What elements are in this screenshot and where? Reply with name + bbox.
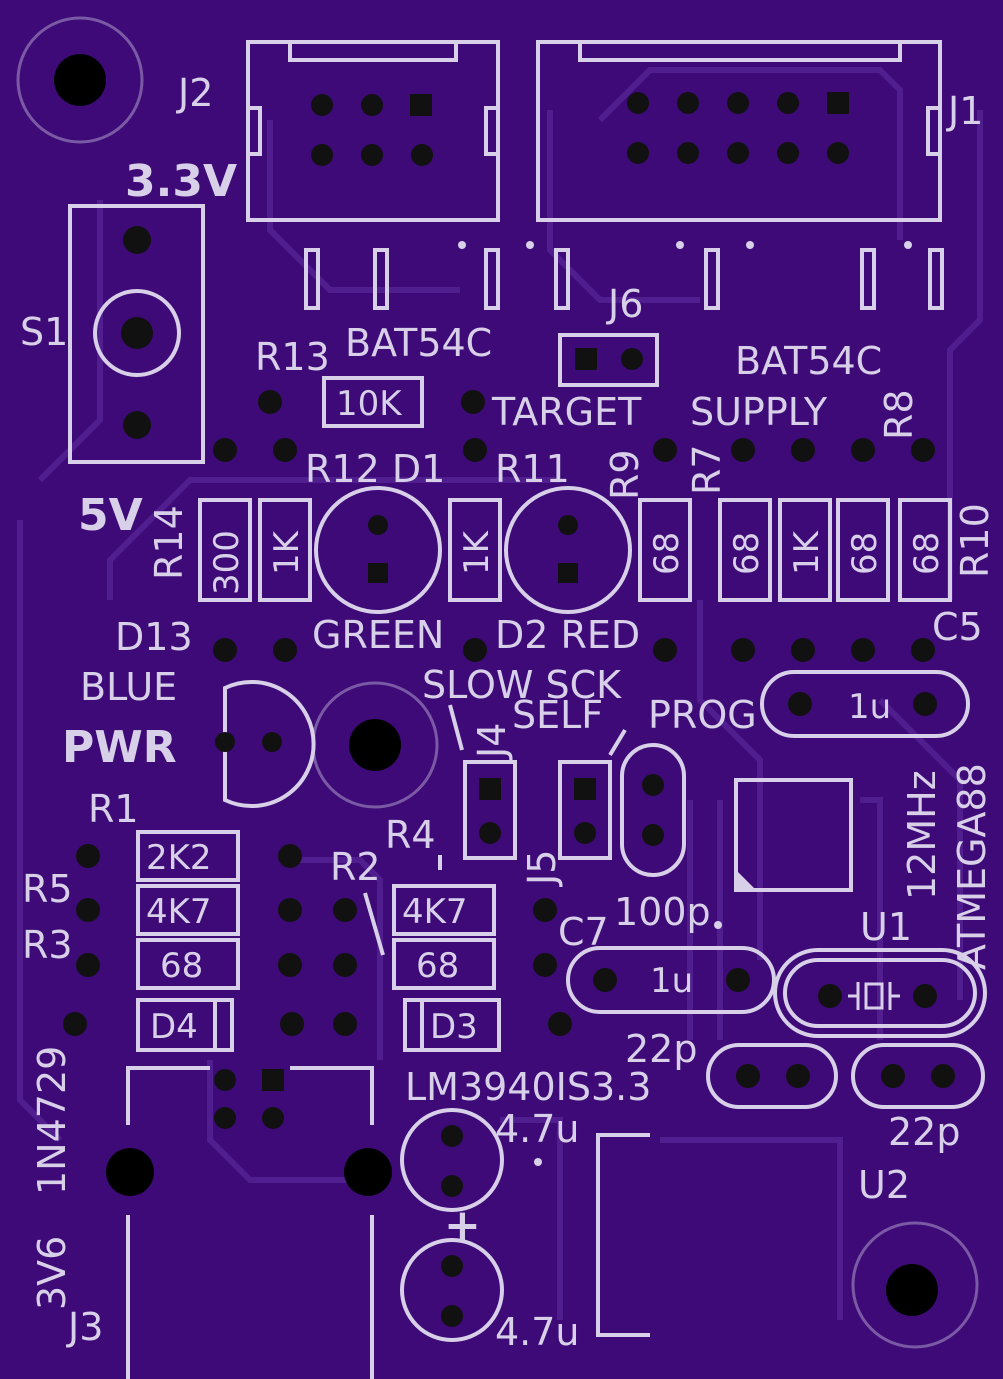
label-22p-left: 22p <box>625 1027 697 1071</box>
value-c7-1u: 1u <box>650 961 693 1001</box>
through-hole-pads <box>63 390 935 1036</box>
value-4k7-r5: 4K7 <box>146 892 212 932</box>
label-r7: R7 <box>685 444 729 495</box>
label-j1: J1 <box>946 89 983 133</box>
value-68-r9: 68 <box>647 532 687 575</box>
vias <box>458 241 912 1166</box>
value-2k2: 2K2 <box>146 838 212 878</box>
silkscreen-labels: J2 J1 3.3V S1 5V R13 BAT54C J6 BAT54C 10… <box>20 71 997 1354</box>
value-300: 300 <box>207 530 247 595</box>
label-plus: + <box>444 1200 481 1251</box>
label-r10: R10 <box>953 503 997 578</box>
diodes-d3-d4 <box>136 998 501 1052</box>
jumper-j6 <box>558 333 659 387</box>
value-68-r7: 68 <box>727 532 767 575</box>
label-j2: J2 <box>176 71 213 115</box>
label-r11: R11 <box>495 447 570 491</box>
label-u2: U2 <box>858 1163 910 1207</box>
value-1k-r8: 1K <box>787 529 827 575</box>
connector-j1 <box>536 40 942 222</box>
label-5v: 5V <box>78 490 143 541</box>
label-100p: 100p <box>614 890 711 934</box>
label-supply: SUPPLY <box>690 390 828 434</box>
label-1n4729: 1N4729 <box>30 1046 74 1195</box>
label-bat54c-right: BAT54C <box>735 339 882 383</box>
value-d3: D3 <box>430 1007 478 1047</box>
label-s1: S1 <box>20 310 68 354</box>
led-outlines <box>215 486 632 808</box>
value-10k: 10K <box>336 384 403 424</box>
label-u1: U1 <box>860 905 912 949</box>
label-r3: R3 <box>22 923 73 967</box>
value-68-r3: 68 <box>160 946 203 986</box>
label-r14: R14 <box>147 505 191 580</box>
capacitors <box>566 670 985 1109</box>
value-1k-r11: 1K <box>457 529 497 575</box>
label-r2: R2 <box>330 845 381 889</box>
resistor-outlines <box>136 376 952 990</box>
label-target: TARGET <box>491 390 642 434</box>
connector-j3 <box>106 1066 392 1379</box>
label-3v6: 3V6 <box>30 1236 74 1310</box>
label-j4: J4 <box>470 723 514 760</box>
value-68-r10: 68 <box>907 532 947 575</box>
label-4u7-top: 4.7u <box>495 1107 580 1151</box>
label-r9: R9 <box>603 449 647 500</box>
value-68-r8: 68 <box>845 532 885 575</box>
label-r1: R1 <box>88 787 139 831</box>
label-22p-right: 22p <box>888 1110 960 1154</box>
value-d4: D4 <box>150 1007 198 1047</box>
regulator-outline <box>596 1133 650 1337</box>
label-atmega88: ATMEGA88 <box>950 763 994 970</box>
crystal-u1 <box>773 948 987 1038</box>
label-lm3940: LM3940IS3.3 <box>405 1065 651 1109</box>
electrolytic-caps <box>400 1108 504 1342</box>
label-r4: R4 <box>385 813 436 857</box>
label-3v3: 3.3V <box>125 156 237 207</box>
label-4u7-bottom: 4.7u <box>495 1310 580 1354</box>
switch-s1 <box>68 204 205 464</box>
jumpers-j4-j5 <box>363 704 686 956</box>
label-j5: J5 <box>520 850 564 887</box>
label-slow-sck: SLOW SCK <box>422 663 622 707</box>
label-j6: J6 <box>606 282 643 326</box>
mounting-holes <box>16 16 979 1349</box>
label-pwr: PWR <box>62 722 177 773</box>
label-bat54c-left: BAT54C <box>345 321 492 365</box>
label-green: GREEN <box>312 613 444 657</box>
value-68-r4: 68 <box>416 946 459 986</box>
connector-j2 <box>246 40 500 222</box>
label-r5: R5 <box>22 867 73 911</box>
label-blue: BLUE <box>80 665 177 709</box>
value-4k7-r2: 4K7 <box>402 892 468 932</box>
label-prog: PROG <box>648 693 757 737</box>
label-12mhz: 12MHz <box>900 770 944 900</box>
label-j3: J3 <box>66 1305 103 1349</box>
value-c5-1u: 1u <box>848 687 891 727</box>
label-c5: C5 <box>932 605 983 649</box>
label-r12-d1: R12 D1 <box>305 447 445 491</box>
copper-traces <box>17 67 983 1320</box>
label-self: SELF <box>512 693 603 737</box>
value-1k-r12: 1K <box>267 529 307 575</box>
atmega-chip <box>734 778 853 892</box>
bat54c-footprints <box>304 248 944 310</box>
label-r13: R13 <box>255 335 330 379</box>
label-r8: R8 <box>877 389 921 440</box>
label-d2-red: D2 RED <box>495 613 640 657</box>
label-d13: D13 <box>115 615 193 659</box>
label-c7: C7 <box>558 910 609 954</box>
